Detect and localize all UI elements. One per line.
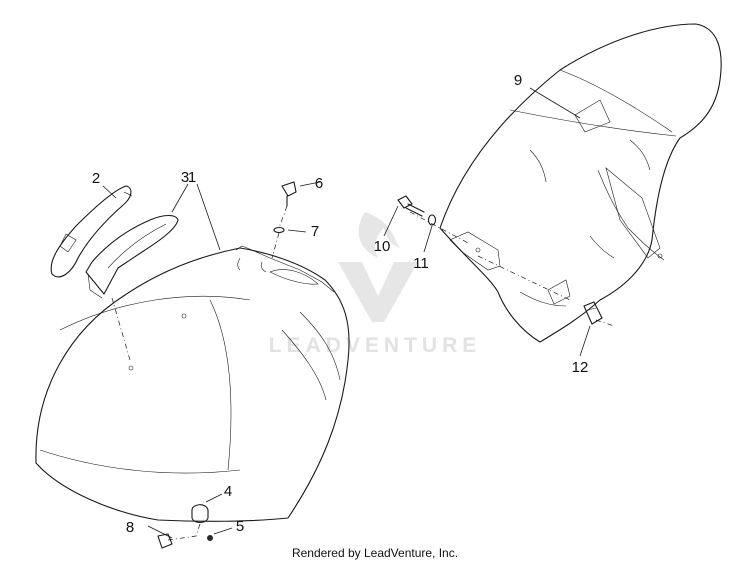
front-fender-part-1 bbox=[35, 245, 350, 522]
footer-credit: Rendered by LeadVenture, Inc. bbox=[291, 546, 459, 560]
assembly-lines bbox=[111, 205, 615, 541]
rear-mudguard-part-9 bbox=[439, 23, 722, 343]
callout-9: 9 bbox=[514, 72, 522, 89]
callout-8: 8 bbox=[126, 519, 134, 536]
callout-3: 3 bbox=[181, 169, 189, 186]
watermark-text: LEADVENTURE bbox=[269, 334, 482, 357]
bolt-part-10 bbox=[397, 195, 425, 217]
screw-part-6 bbox=[281, 181, 297, 207]
callout-11: 11 bbox=[413, 255, 429, 272]
callout-6: 6 bbox=[315, 175, 323, 192]
trim-piece-part-2 bbox=[50, 185, 133, 278]
spring-nut-part-12 bbox=[583, 301, 603, 325]
callout-4: 4 bbox=[224, 483, 232, 500]
callout-1: 1 bbox=[188, 169, 196, 186]
callout-5: 5 bbox=[236, 518, 244, 535]
plug-part-4 bbox=[191, 504, 209, 524]
screw-part-5 bbox=[207, 535, 213, 541]
watermark-logo bbox=[338, 212, 418, 322]
washer-part-11 bbox=[427, 214, 437, 226]
callout-12: 12 bbox=[572, 359, 589, 376]
callout-10: 10 bbox=[374, 238, 391, 255]
callout-2: 2 bbox=[92, 170, 100, 187]
washer-part-7 bbox=[273, 226, 285, 234]
leader-lines bbox=[102, 87, 591, 539]
trim-piece-part-3 bbox=[85, 214, 179, 299]
callout-7: 7 bbox=[311, 223, 319, 240]
